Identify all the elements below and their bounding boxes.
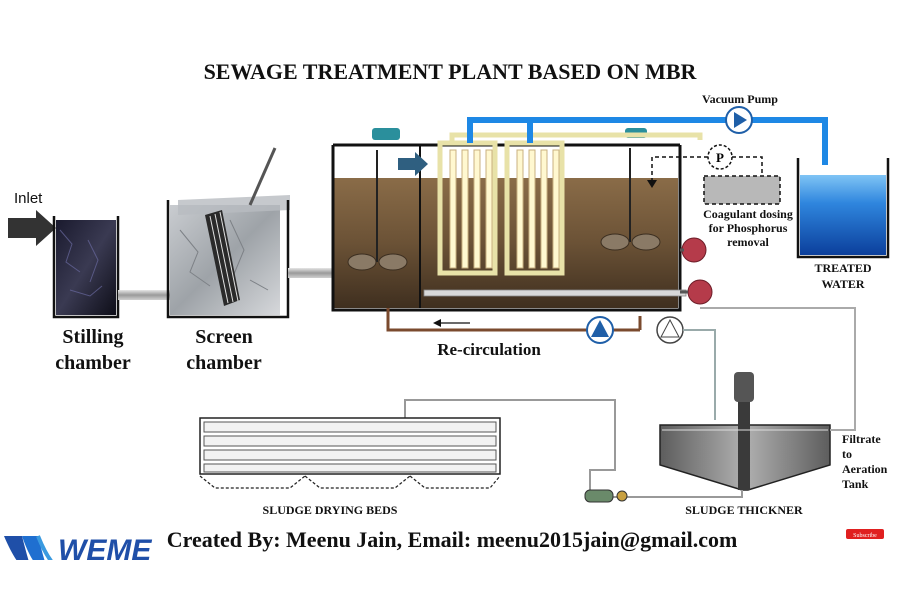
diagram-slide: SEWAGE TREATMENT PLANT BASED ON MBR Inle… — [0, 48, 900, 578]
treated-water-tank — [796, 158, 890, 259]
screen-label-line2: chamber — [186, 352, 262, 374]
treated-water-pipe — [467, 117, 828, 165]
membrane-module-2 — [504, 140, 565, 276]
inlet-arrow — [8, 210, 56, 246]
logo-text: WEME — [58, 534, 152, 560]
pipe-stilling-to-screen — [118, 290, 170, 300]
sludge-feed-pump — [584, 489, 614, 503]
sludge-thickener-label: SLUDGE THICKNER — [685, 503, 803, 517]
filtrate-return-pipe — [700, 307, 856, 431]
weme-logo: WEME — [4, 534, 152, 578]
subscribe-badge[interactable] — [846, 529, 884, 539]
treated-water-label-line2: WATER — [821, 277, 864, 291]
sludge-drying-beds — [199, 417, 501, 489]
vacuum-pump-label: Vacuum Pump — [702, 92, 778, 106]
inlet-label: Inlet — [14, 190, 43, 207]
recirculation-label: Re-circulation — [437, 340, 541, 359]
footer-credit: Created By: Meenu Jain, Email: meenu2015… — [167, 527, 738, 552]
blower-pump-2 — [687, 279, 713, 305]
subscribe-text: Subscribe — [853, 533, 877, 539]
dosing-pump-symbol: P — [716, 150, 724, 165]
treated-water-label-line1: TREATED — [814, 261, 871, 275]
coagulant-label-line2: for Phosphorus — [709, 221, 788, 235]
filtrate-label-line4: Tank — [842, 477, 869, 491]
filtrate-label-line3: Aeration — [842, 462, 888, 476]
filtrate-label-line2: to — [842, 447, 852, 461]
permeate-collector-pipe — [449, 132, 703, 143]
coagulant-dosing-unit: P — [647, 144, 781, 205]
coagulant-label-line1: Coagulant dosing — [703, 207, 793, 221]
sludge-beds-label: SLUDGE DRYING BEDS — [263, 503, 398, 517]
screen-chamber — [166, 147, 290, 319]
mbr-process-diagram: SEWAGE TREATMENT PLANT BASED ON MBR Inle… — [4, 59, 890, 578]
sludge-to-beds-pipe — [404, 399, 743, 498]
screen-label-line1: Screen — [195, 326, 252, 348]
coagulant-label-line3: removal — [727, 235, 769, 249]
sludge-thickener — [659, 372, 831, 491]
waste-sludge-pipe — [683, 329, 716, 420]
stilling-label-line2: chamber — [55, 352, 131, 374]
blower-pump-1 — [681, 237, 707, 263]
filtrate-label-line1: Filtrate — [842, 432, 881, 446]
pipe-screen-to-tank — [288, 268, 334, 278]
recirculation-pipe — [386, 308, 640, 332]
diagram-title: SEWAGE TREATMENT PLANT BASED ON MBR — [204, 59, 698, 84]
stilling-chamber — [52, 216, 120, 319]
stilling-label-line1: Stilling — [62, 326, 123, 348]
